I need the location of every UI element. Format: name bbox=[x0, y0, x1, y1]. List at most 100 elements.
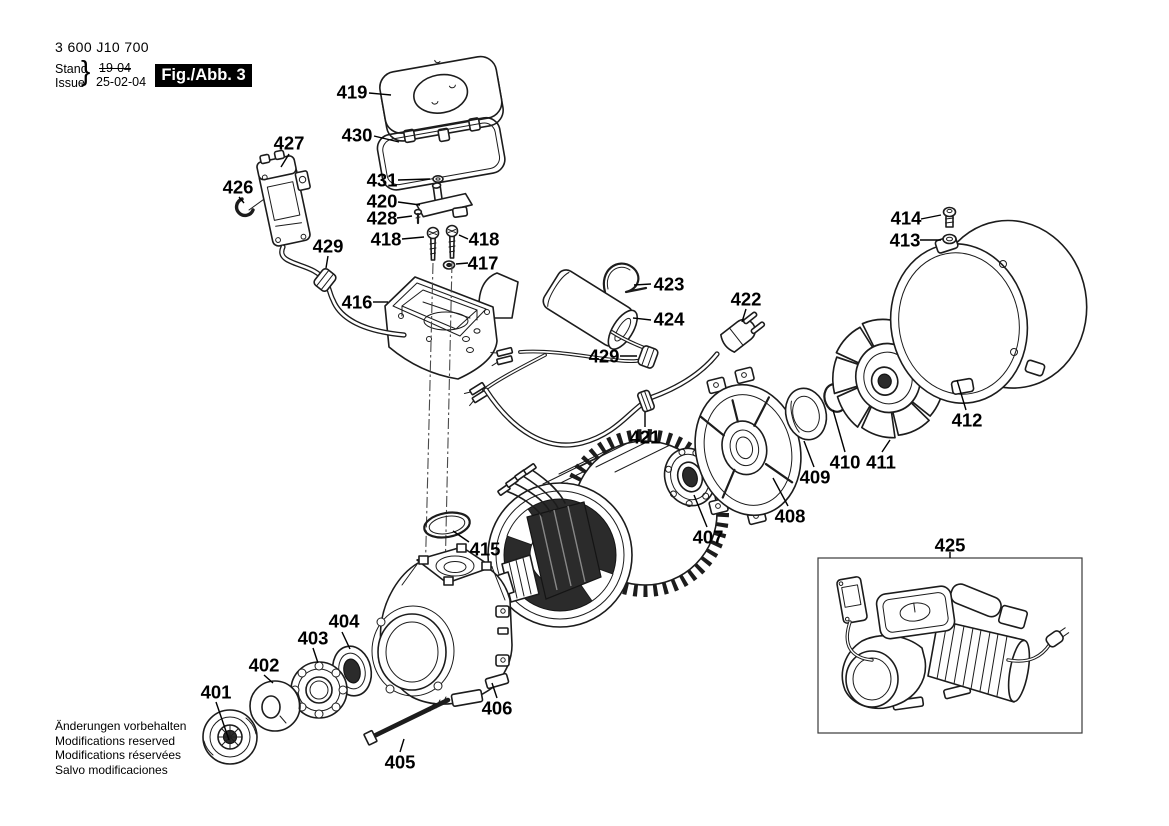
callout-420: 420 bbox=[367, 191, 398, 212]
leader-404 bbox=[341, 631, 351, 650]
callout-416: 416 bbox=[342, 292, 373, 313]
part-drawing-415-o-ring bbox=[423, 511, 471, 539]
superseded-date: 19-04 bbox=[99, 61, 131, 75]
part-drawing-417-nut bbox=[442, 260, 456, 270]
callout-410: 410 bbox=[830, 452, 861, 473]
part-drawing-403-ball-bearing bbox=[290, 661, 348, 719]
capacitor-wires bbox=[463, 330, 654, 407]
callout-424: 424 bbox=[654, 309, 686, 330]
callout-401: 401 bbox=[201, 682, 232, 703]
callout-429-upper: 429 bbox=[313, 236, 344, 257]
leader-428 bbox=[396, 215, 413, 219]
leader-401 bbox=[215, 701, 230, 741]
part-drawing-429-grommet-middle bbox=[637, 345, 659, 369]
leader-408 bbox=[772, 477, 789, 507]
figure-badge: Fig./Abb. 3 bbox=[155, 64, 252, 87]
callout-408: 408 bbox=[775, 506, 806, 527]
leader-410 bbox=[832, 409, 846, 453]
issue-label: Issue bbox=[55, 76, 85, 90]
leader-lines bbox=[215, 92, 967, 753]
part-drawing-430-gasket bbox=[376, 116, 506, 191]
part-drawing-423-clamp bbox=[602, 262, 648, 294]
power-cord bbox=[483, 351, 720, 448]
leader-424 bbox=[632, 317, 652, 321]
issue-date: 25-02-04 bbox=[96, 75, 147, 89]
leader-419 bbox=[368, 92, 392, 96]
callout-426: 426 bbox=[223, 177, 254, 198]
part-drawing-409-seal bbox=[784, 387, 828, 441]
callout-418-right: 418 bbox=[469, 229, 500, 250]
callout-labels: 401 402 403 404 405 406 407 408 409 410 … bbox=[201, 82, 983, 773]
part-drawing-431-ring bbox=[432, 175, 444, 184]
callout-405: 405 bbox=[385, 752, 416, 773]
leader-406 bbox=[491, 682, 498, 699]
callout-418-left: 418 bbox=[371, 229, 402, 250]
leader-430 bbox=[373, 135, 400, 143]
part-drawing-418-screw-right bbox=[445, 224, 459, 259]
leader-411 bbox=[881, 439, 891, 453]
part-drawing-429-grommet-upper bbox=[313, 268, 337, 292]
callout-402: 402 bbox=[249, 655, 280, 676]
leader-407 bbox=[693, 494, 708, 528]
leader-402 bbox=[263, 674, 274, 684]
part-drawing-424-capacitor bbox=[542, 269, 638, 350]
brace-glyph: } bbox=[81, 55, 91, 86]
part-drawing-418-screw-left bbox=[426, 226, 440, 261]
callout-411: 411 bbox=[866, 452, 896, 473]
leader-429-upper bbox=[325, 255, 329, 269]
notice-es: Salvo modificaciones bbox=[55, 762, 168, 777]
leader-423 bbox=[633, 283, 652, 286]
part-drawing-414-screw bbox=[942, 206, 957, 228]
leader-418-right bbox=[458, 234, 469, 240]
callout-403: 403 bbox=[298, 628, 329, 649]
part-drawing-406-pump-housing bbox=[371, 543, 513, 707]
part-drawing-421-cable-band bbox=[636, 389, 656, 413]
callout-413: 413 bbox=[890, 230, 921, 251]
part-drawing-419-cover bbox=[379, 55, 504, 144]
part-drawing-410-circlip bbox=[823, 383, 846, 413]
part-drawing-408-end-shield bbox=[694, 366, 802, 526]
callout-429-middle: 429 bbox=[589, 346, 620, 367]
callout-430: 430 bbox=[342, 125, 373, 146]
callout-414: 414 bbox=[891, 208, 923, 229]
document-number: 3 600 J10 700 bbox=[55, 39, 149, 55]
part-drawing-413-washer bbox=[942, 233, 957, 245]
part-drawing-402-disc bbox=[249, 680, 301, 732]
leader-412 bbox=[956, 379, 967, 411]
motor-lead-wires bbox=[497, 463, 566, 517]
leader-417 bbox=[455, 262, 469, 265]
leader-409 bbox=[803, 440, 815, 468]
callout-404: 404 bbox=[329, 611, 361, 632]
callout-427: 427 bbox=[274, 133, 305, 154]
callout-415: 415 bbox=[470, 539, 501, 560]
legal-notices: Änderungen vorbehalten Modifications res… bbox=[55, 719, 186, 777]
callout-409: 409 bbox=[800, 467, 831, 488]
callout-425: 425 bbox=[935, 535, 966, 556]
callout-422: 422 bbox=[731, 289, 762, 310]
leader-415 bbox=[452, 530, 470, 543]
callout-417: 417 bbox=[468, 253, 499, 274]
callout-406: 406 bbox=[482, 698, 513, 719]
callout-423: 423 bbox=[654, 274, 685, 295]
switch-cable bbox=[279, 244, 407, 338]
part-drawing-401-impeller bbox=[202, 709, 258, 765]
inset-box bbox=[817, 557, 1083, 734]
leader-420 bbox=[397, 201, 421, 206]
leader-414 bbox=[920, 214, 942, 220]
leader-431 bbox=[397, 178, 431, 181]
leader-427 bbox=[280, 153, 290, 168]
stand-label: Stand bbox=[55, 62, 88, 76]
leader-405 bbox=[399, 738, 405, 753]
part-drawing-416-terminal-box bbox=[384, 272, 519, 380]
callout-421: 421 bbox=[630, 427, 661, 448]
part-drawing-426-clip bbox=[234, 197, 255, 218]
part-drawing-422-plug bbox=[720, 311, 766, 353]
notice-fr: Modifications réservées bbox=[55, 748, 182, 762]
part-drawing-427-switch bbox=[256, 149, 311, 247]
notice-de: Änderungen vorbehalten bbox=[55, 719, 187, 733]
assembly-centerlines bbox=[424, 261, 453, 584]
callout-419: 419 bbox=[337, 82, 368, 103]
callout-431: 431 bbox=[367, 170, 398, 191]
